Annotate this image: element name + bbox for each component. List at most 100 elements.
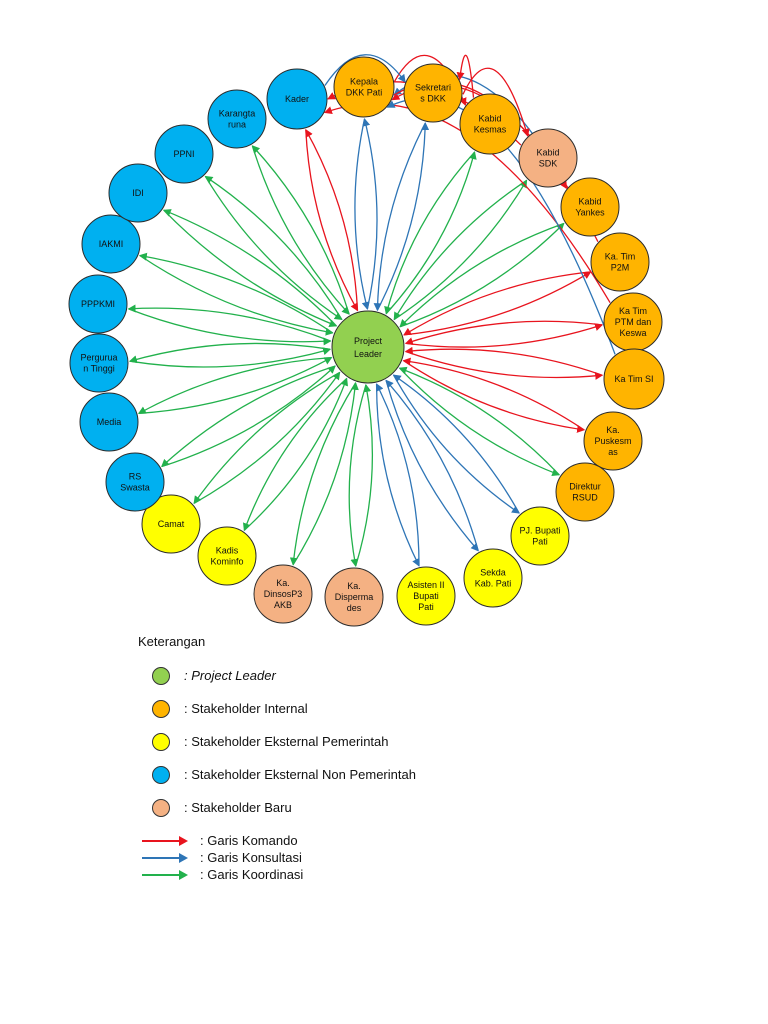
node-label: Direktur xyxy=(569,481,601,491)
node-camat: Camat xyxy=(141,494,201,554)
link-out-iakmi xyxy=(138,252,334,334)
node-circle xyxy=(331,310,405,384)
link-out-ka-tim-p2m xyxy=(403,271,592,336)
node-circle xyxy=(81,214,141,274)
legend-item-ext-nongov: : Stakeholder Eksternal Non Pemerintah xyxy=(138,758,416,791)
link-out-rs-swasta xyxy=(161,365,336,468)
new-swatch xyxy=(152,798,170,817)
node-circle xyxy=(69,333,129,393)
node-label: PPNI xyxy=(173,149,194,159)
node-circle xyxy=(518,128,578,188)
node-circle xyxy=(603,348,665,410)
node-circle xyxy=(253,564,313,624)
node-label: Kabid xyxy=(536,147,559,157)
legend-item-label: : Stakeholder Eksternal Pemerintah xyxy=(184,734,389,749)
link-out-camat xyxy=(193,371,341,505)
link-in-karangtaruna xyxy=(251,145,350,315)
node-label: DKK Pati xyxy=(346,87,383,97)
node-circle xyxy=(510,506,570,566)
link-in-ka-tim-p2m xyxy=(403,271,591,336)
node-label: Kesmas xyxy=(474,124,507,134)
ext-nongov-swatch xyxy=(152,765,170,784)
link-out-kepala-dkk-pati xyxy=(362,118,378,310)
node-label: Ka. xyxy=(276,578,290,588)
node-label: Karangta xyxy=(219,108,256,118)
link-in-media xyxy=(138,357,333,415)
legend-item-label: : Stakeholder Baru xyxy=(184,800,292,815)
node-circle xyxy=(79,392,139,452)
legend-line-konsultasi: : Garis Konsultasi xyxy=(138,849,416,866)
link-out-pppkmi xyxy=(127,304,331,342)
node-kader: Kader xyxy=(266,68,328,130)
node-circle xyxy=(459,93,521,155)
link-in-ppni xyxy=(204,176,343,321)
node-label: PPPKMI xyxy=(81,299,115,309)
node-label: AKB xyxy=(274,600,292,610)
node-label: Project xyxy=(354,336,383,346)
link-out-asisten-ii xyxy=(375,383,420,567)
legend-line-label: : Garis Koordinasi xyxy=(200,867,304,882)
node-label: Ka Tim SI xyxy=(614,374,653,384)
link-in-ka-tim-ptm xyxy=(404,320,603,346)
node-label: runa xyxy=(228,119,246,129)
node-circle xyxy=(68,274,128,334)
link-out-ka-puskesmas xyxy=(403,360,586,433)
node-label: Camat xyxy=(158,519,185,529)
legend-line-label: : Garis Konsultasi xyxy=(200,850,302,865)
node-label: RSUD xyxy=(572,492,598,502)
link-out-ka-dinsosp3akb xyxy=(289,382,357,566)
link-out-karangtaruna xyxy=(251,145,350,315)
ext-gov-swatch xyxy=(152,732,170,751)
node-circle xyxy=(207,89,267,149)
link-in-kader xyxy=(305,129,359,312)
link-in-pppkmi xyxy=(128,308,332,346)
legend-node-items: : Project Leader : Stakeholder Internal … xyxy=(138,659,416,824)
internal-swatch xyxy=(152,699,170,718)
legend-item-label: : Project Leader xyxy=(184,668,276,683)
node-label: Media xyxy=(97,417,122,427)
link-out-kadis-kominfo xyxy=(243,378,348,532)
node-ppni: PPNI xyxy=(154,124,214,184)
node-circle xyxy=(333,56,395,118)
node-label: Keswa xyxy=(619,328,646,338)
node-circle xyxy=(560,177,620,237)
node-label: Kabid xyxy=(578,196,601,206)
node-label: Kepala xyxy=(350,76,378,86)
link-in-asisten-ii xyxy=(376,383,420,566)
link-in-kabid-sdk xyxy=(393,179,527,321)
node-label: Pati xyxy=(418,602,434,612)
node-circle xyxy=(266,68,328,130)
node-label: PJ. Bupati xyxy=(519,525,560,535)
node-label: Kominfo xyxy=(210,556,243,566)
node-label: IAKMI xyxy=(99,239,124,249)
node-label: Pati xyxy=(532,536,548,546)
node-label: PTM dan xyxy=(615,317,652,327)
node-label: Asisten II xyxy=(407,580,444,590)
node-circle xyxy=(141,494,201,554)
link-out-sekretaris-dkk xyxy=(376,122,430,311)
legend-item-new: : Stakeholder Baru xyxy=(138,791,416,824)
link-out-perguruan-tinggi xyxy=(128,342,331,364)
link-in-direktur-rsud xyxy=(398,366,560,476)
node-circle xyxy=(154,124,214,184)
node-label: des xyxy=(347,603,362,613)
node-label: n Tinggi xyxy=(83,363,115,373)
node-circle xyxy=(105,452,165,512)
node-label: Ka. Tim xyxy=(605,251,636,261)
node-circle xyxy=(108,163,168,223)
node-circle xyxy=(197,526,257,586)
node-label: Sekda xyxy=(480,567,506,577)
link-out-ka-dispermades xyxy=(348,384,367,567)
node-label: Kader xyxy=(285,94,309,104)
link-in-iakmi xyxy=(139,254,334,336)
